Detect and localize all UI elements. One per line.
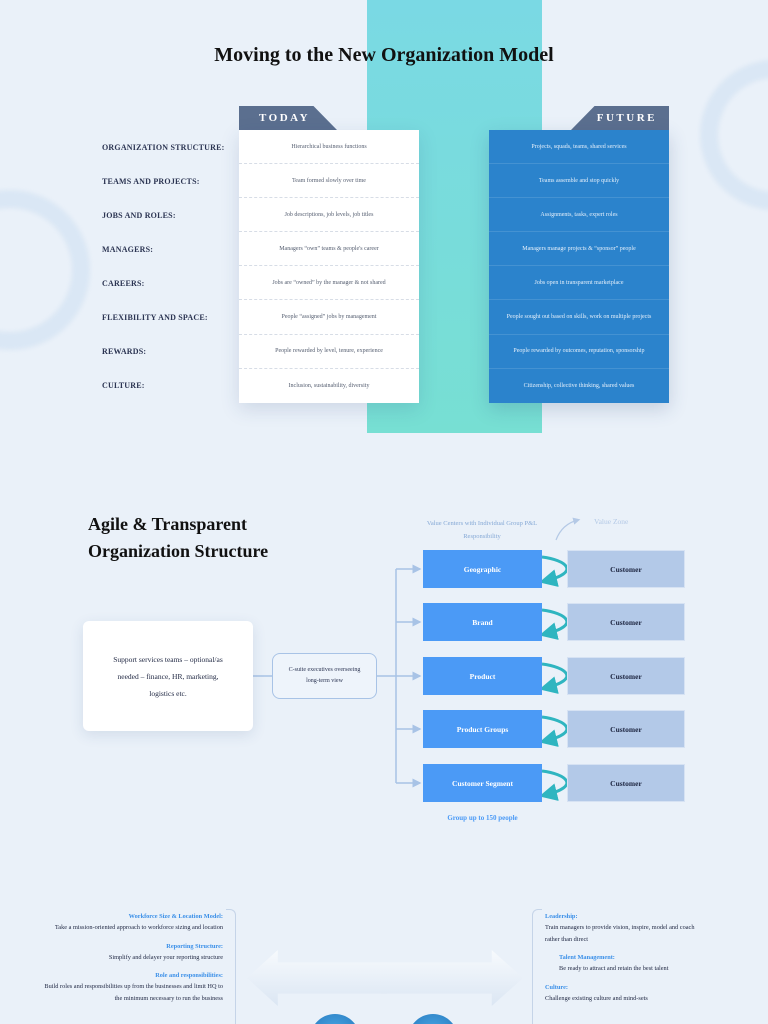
- lever-text: Be ready to attract and retain the best …: [559, 965, 669, 972]
- unit-brand: Brand: [423, 603, 542, 641]
- lever-text: Take a mission-oriented approach to work…: [54, 924, 223, 931]
- unit-geographic: Geographic: [423, 550, 542, 588]
- future-cell: Assignments, tasks, expert roles: [489, 198, 669, 233]
- org-model-comparison: Moving to the New Organization Model TOD…: [0, 0, 768, 440]
- unit-product: Product: [423, 657, 542, 695]
- future-cell: People rewarded by outcomes, reputation,…: [489, 335, 669, 369]
- future-cell: Managers manage projects & “sponsor” peo…: [489, 232, 669, 267]
- support-services-box: Support services teams – optional/as nee…: [83, 621, 253, 731]
- lever-heading: Workforce Size & Location Model:: [128, 913, 223, 920]
- today-cell: Team formed slowly over time: [239, 164, 419, 199]
- value-zone-arrow: [555, 517, 581, 541]
- comparison-title: Moving to the New Organization Model: [214, 44, 554, 66]
- today-column: Hierarchical business functions Team for…: [239, 130, 419, 403]
- row-labels: ORGANIZATION STRUCTURE: TEAMS AND PROJEC…: [102, 130, 232, 403]
- feedback-loop: [539, 715, 569, 747]
- unit-customer-segment: Customer Segment: [423, 764, 542, 802]
- row-label: CULTURE:: [102, 381, 145, 391]
- lever-heading: Role and responsibilities:: [155, 972, 223, 979]
- left-levers: Workforce Size & Location Model: Take a …: [40, 912, 223, 1012]
- lever-text: Simplify and delayer your reporting stru…: [108, 953, 223, 961]
- row-label: ORGANIZATION STRUCTURE:: [102, 142, 225, 152]
- feedback-loop: [539, 555, 569, 587]
- left-bracket: [226, 909, 236, 1024]
- lever-heading: Culture:: [545, 983, 568, 991]
- future-cell: People sought out based on skills, work …: [489, 300, 669, 335]
- today-cell: People rewarded by level, tenure, experi…: [239, 335, 419, 369]
- today-cell: Managers “own” teams & people's career: [239, 232, 419, 267]
- csuite-box: C-suite executives overseeing long-term …: [272, 653, 377, 699]
- value-centers-label: Value Centers with Individual Group P&L …: [426, 520, 538, 540]
- row-label: CAREERS:: [102, 278, 145, 288]
- customer-box: Customer: [567, 764, 685, 802]
- row-label: MANAGERS:: [102, 244, 154, 254]
- row-label: TEAMS AND PROJECTS:: [102, 176, 200, 186]
- customer-box: Customer: [567, 657, 685, 695]
- right-bracket: [532, 909, 542, 1024]
- feedback-loop: [539, 769, 569, 801]
- title-line-1: Agile & Transparent: [88, 514, 248, 534]
- customer-box: Customer: [567, 710, 685, 748]
- future-cell: Teams assemble and stop quickly: [489, 164, 669, 199]
- lever-heading: Leadership:: [545, 913, 578, 920]
- today-cell: Hierarchical business functions: [239, 130, 419, 165]
- orb-icon: [408, 1014, 458, 1024]
- today-cell: Job descriptions, job levels, job titles: [239, 198, 419, 233]
- today-cell: Inclusion, sustainability, diversity: [288, 382, 370, 389]
- orb-icon: [310, 1014, 360, 1024]
- future-cell: Projects, squads, teams, shared services: [489, 130, 669, 165]
- agile-structure-title: Agile & Transparent Organization Structu…: [88, 511, 268, 565]
- future-cell: Citizenship, collective thinking, shared…: [523, 382, 635, 389]
- customer-box: Customer: [567, 550, 685, 588]
- today-cell: Jobs are “owned” by the manager & not sh…: [239, 266, 419, 301]
- lever-text: Build roles and responsibilities up from…: [44, 983, 223, 1002]
- feedback-loop: [539, 608, 569, 640]
- unit-product-groups: Product Groups: [423, 710, 542, 748]
- title-line-2: Organization Structure: [88, 541, 269, 561]
- future-cell: Jobs open in transparent marketplace: [489, 266, 669, 301]
- row-label: FLEXIBILITY AND SPACE:: [102, 313, 208, 323]
- group-size-label: Group up to 150 people: [447, 814, 518, 822]
- lever-heading: Talent Management:: [559, 954, 615, 961]
- lever-text: Challenge existing culture and mind-sets: [545, 994, 648, 1002]
- lever-heading: Reporting Structure:: [166, 942, 223, 950]
- row-label: REWARDS:: [102, 347, 147, 357]
- row-label: JOBS AND ROLES:: [102, 210, 176, 220]
- feedback-loop: [539, 662, 569, 694]
- value-zone-label: Value Zone: [594, 517, 629, 526]
- right-levers: Leadership: Train managers to provide vi…: [545, 912, 695, 1012]
- customer-box: Customer: [567, 603, 685, 641]
- future-column: Projects, squads, teams, shared services…: [489, 130, 669, 403]
- lever-text: Train managers to provide vision, inspir…: [545, 924, 695, 943]
- today-cell: People “assigned” jobs by management: [239, 300, 419, 335]
